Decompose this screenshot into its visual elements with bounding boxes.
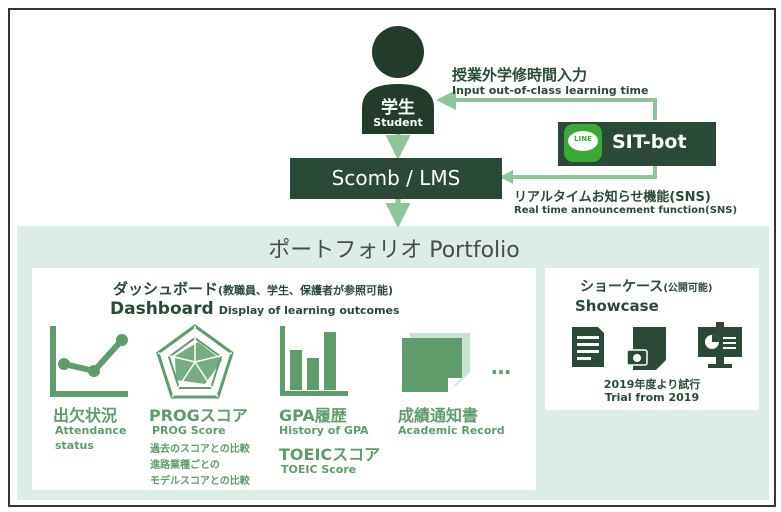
student-head-icon (372, 26, 424, 78)
prog-note-3: モデルスコアとの比較 (150, 476, 250, 487)
showcase-trial-en: Trial from 2019 (604, 391, 700, 404)
document-icon (572, 327, 604, 367)
line-bubble-icon (568, 131, 598, 151)
dashboard-subtitle-en: Display of learning outcomes (218, 304, 400, 317)
prog-label-en: PROG Score (152, 424, 226, 437)
dashboard-title-row: ダッシュボード(教職員、学生、保護者が参照可能) (113, 278, 393, 299)
student-label-en: Student (373, 116, 423, 129)
input-arrow (436, 90, 657, 120)
line-chart-dots (58, 334, 128, 377)
showcase-title-row: ショーケース(公開可能) (580, 276, 712, 296)
bar-chart-icon (280, 326, 348, 396)
realtime-label-ja: リアルタイムお知らせ機能(SNS) (514, 190, 711, 205)
photo-icon (626, 327, 666, 370)
student-body-icon (362, 84, 434, 134)
line-icon-text: LINE (574, 135, 592, 143)
dashboard-title-en: Dashboard (110, 299, 214, 319)
prog-label-ja: PROGスコア (149, 406, 248, 425)
sit-bot-label: SIT-bot (612, 131, 687, 153)
dashboard-ellipsis: … (491, 355, 511, 379)
attendance-label-en-1: Attendance (55, 424, 127, 437)
lms-box (290, 158, 502, 199)
showcase-title-en: Showcase (575, 297, 659, 315)
toeic-label-ja: TOEICスコア (279, 445, 381, 464)
realtime-arrowhead (500, 170, 513, 184)
dashboard-title-note: (教職員、学生、保護者が参照可能) (218, 284, 394, 297)
showcase-trial-ja: 2019年度より試行 (603, 378, 701, 391)
portfolio-title: ポートフォリオ Portfolio (268, 238, 520, 263)
academic-record-label-en: Academic Record (398, 424, 505, 437)
prog-note-1: 過去のスコアとの比較 (150, 444, 250, 455)
radar-chart-icon (156, 324, 234, 399)
gpa-label-en: History of GPA (279, 424, 369, 437)
attendance-label-en-2: status (55, 439, 94, 452)
dashboard-title-en-row: Dashboard Display of learning outcomes (110, 299, 400, 319)
input-label-ja: 授業外学修時間入力 (452, 66, 588, 84)
gpa-label-ja: GPA履歴 (279, 406, 347, 425)
presentation-icon (698, 322, 742, 368)
academic-record-label-ja: 成績通知書 (398, 406, 479, 425)
dashboard-title-ja: ダッシュボード (113, 280, 219, 298)
documents-icon (402, 333, 470, 392)
student-label-ja: 学生 (381, 98, 415, 118)
prog-note-2: 進路業種ごとの (150, 460, 220, 471)
showcase-title-note: (公開可能) (663, 283, 713, 294)
toeic-label-en: TOEIC Score (281, 463, 357, 476)
input-label-en: Input out-of-class learning time (452, 84, 649, 97)
attendance-label-ja: 出欠状況 (53, 406, 118, 425)
lms-label: Scomb / LMS (331, 166, 461, 190)
lms-bot-connector (500, 162, 657, 179)
showcase-title-ja: ショーケース (580, 279, 664, 295)
realtime-label-en: Real time announcement function(SNS) (514, 205, 738, 216)
